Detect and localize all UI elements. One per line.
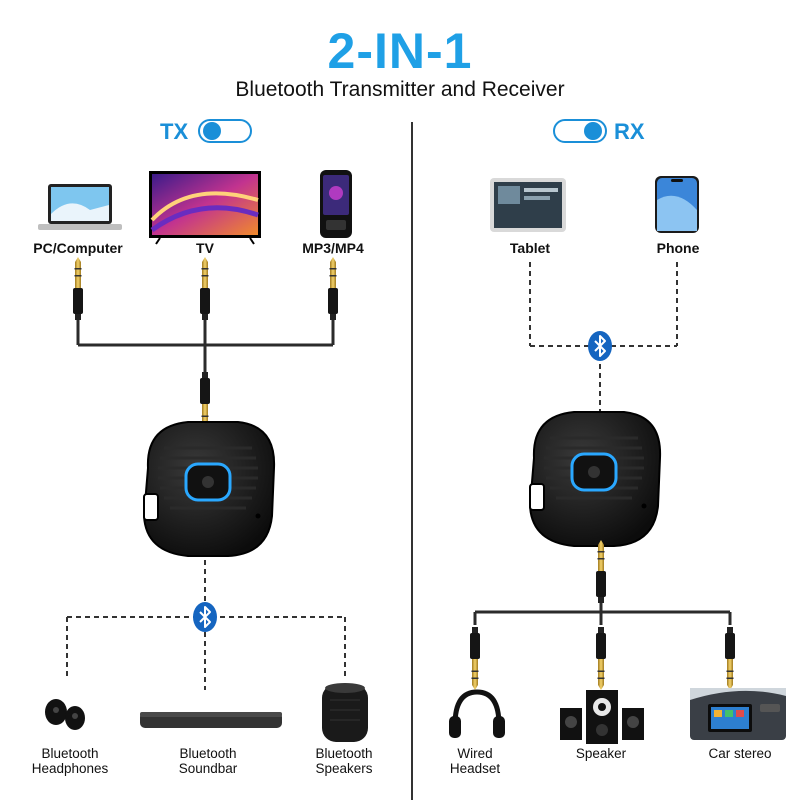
output-line2: Headphones — [31, 761, 109, 776]
output-line2: Headset — [449, 761, 501, 776]
source-label-tv: TV — [196, 240, 214, 256]
adapter-device-icon — [142, 420, 276, 558]
tx-source-cables — [76, 318, 335, 372]
soundbar-icon — [140, 712, 282, 728]
speaker-icon — [322, 683, 368, 742]
output-label-speakers: Bluetooth Speakers — [296, 746, 392, 776]
car-stereo-icon — [690, 688, 786, 740]
source-label-pc: PC/Computer — [33, 240, 123, 256]
tx-toggle[interactable] — [198, 119, 252, 143]
audio-jack-icon — [725, 627, 735, 690]
speaker-system-icon — [560, 690, 644, 744]
output-line1: Car stereo — [708, 746, 772, 761]
output-label-car-stereo: Car stereo — [692, 746, 788, 761]
output-label-soundbar: Bluetooth Soundbar — [160, 746, 256, 776]
source-label-phone: Phone — [656, 240, 700, 256]
tv-icon — [149, 171, 261, 245]
audio-jack-icon — [328, 257, 338, 320]
tx-mode-label: TX — [160, 119, 189, 144]
output-label-speaker: Speaker — [556, 746, 646, 761]
tx-toggle-knob — [203, 122, 221, 140]
output-label-wired-headset: Wired Headset — [430, 746, 520, 776]
rx-output-cables — [473, 603, 732, 625]
output-line1: Bluetooth — [315, 746, 373, 761]
output-label-headphones: Bluetooth Headphones — [22, 746, 118, 776]
source-label-tablet: Tablet — [509, 240, 551, 256]
tablet-icon — [490, 178, 566, 232]
audio-jack-icon — [470, 627, 480, 690]
bluetooth-icon — [192, 601, 218, 633]
output-line1: Bluetooth — [41, 746, 99, 761]
output-line1: Bluetooth — [179, 746, 237, 761]
audio-jack-icon — [596, 540, 606, 603]
rx-mode-label: RX — [614, 119, 645, 144]
audio-jack-icon — [596, 627, 606, 690]
page-title: 2-IN-1 — [327, 23, 473, 79]
audio-jack-icon — [200, 257, 210, 320]
output-line1: Wired — [457, 746, 493, 761]
laptop-icon — [38, 184, 122, 230]
output-line1: Speaker — [575, 746, 627, 761]
headphones-icon — [449, 689, 505, 738]
earbuds-icon — [45, 699, 85, 730]
audio-jack-icon — [73, 257, 83, 320]
output-line2: Speakers — [315, 761, 373, 776]
adapter-device-icon — [528, 410, 662, 548]
phone-icon — [655, 176, 699, 233]
source-label-mp3: MP3/MP4 — [302, 240, 364, 256]
bluetooth-icon — [587, 330, 613, 362]
mp3-player-icon — [320, 170, 352, 238]
output-line2: Soundbar — [178, 761, 238, 776]
rx-toggle-knob — [584, 122, 602, 140]
rx-toggle[interactable] — [553, 119, 607, 143]
page-subtitle: Bluetooth Transmitter and Receiver — [235, 78, 565, 101]
